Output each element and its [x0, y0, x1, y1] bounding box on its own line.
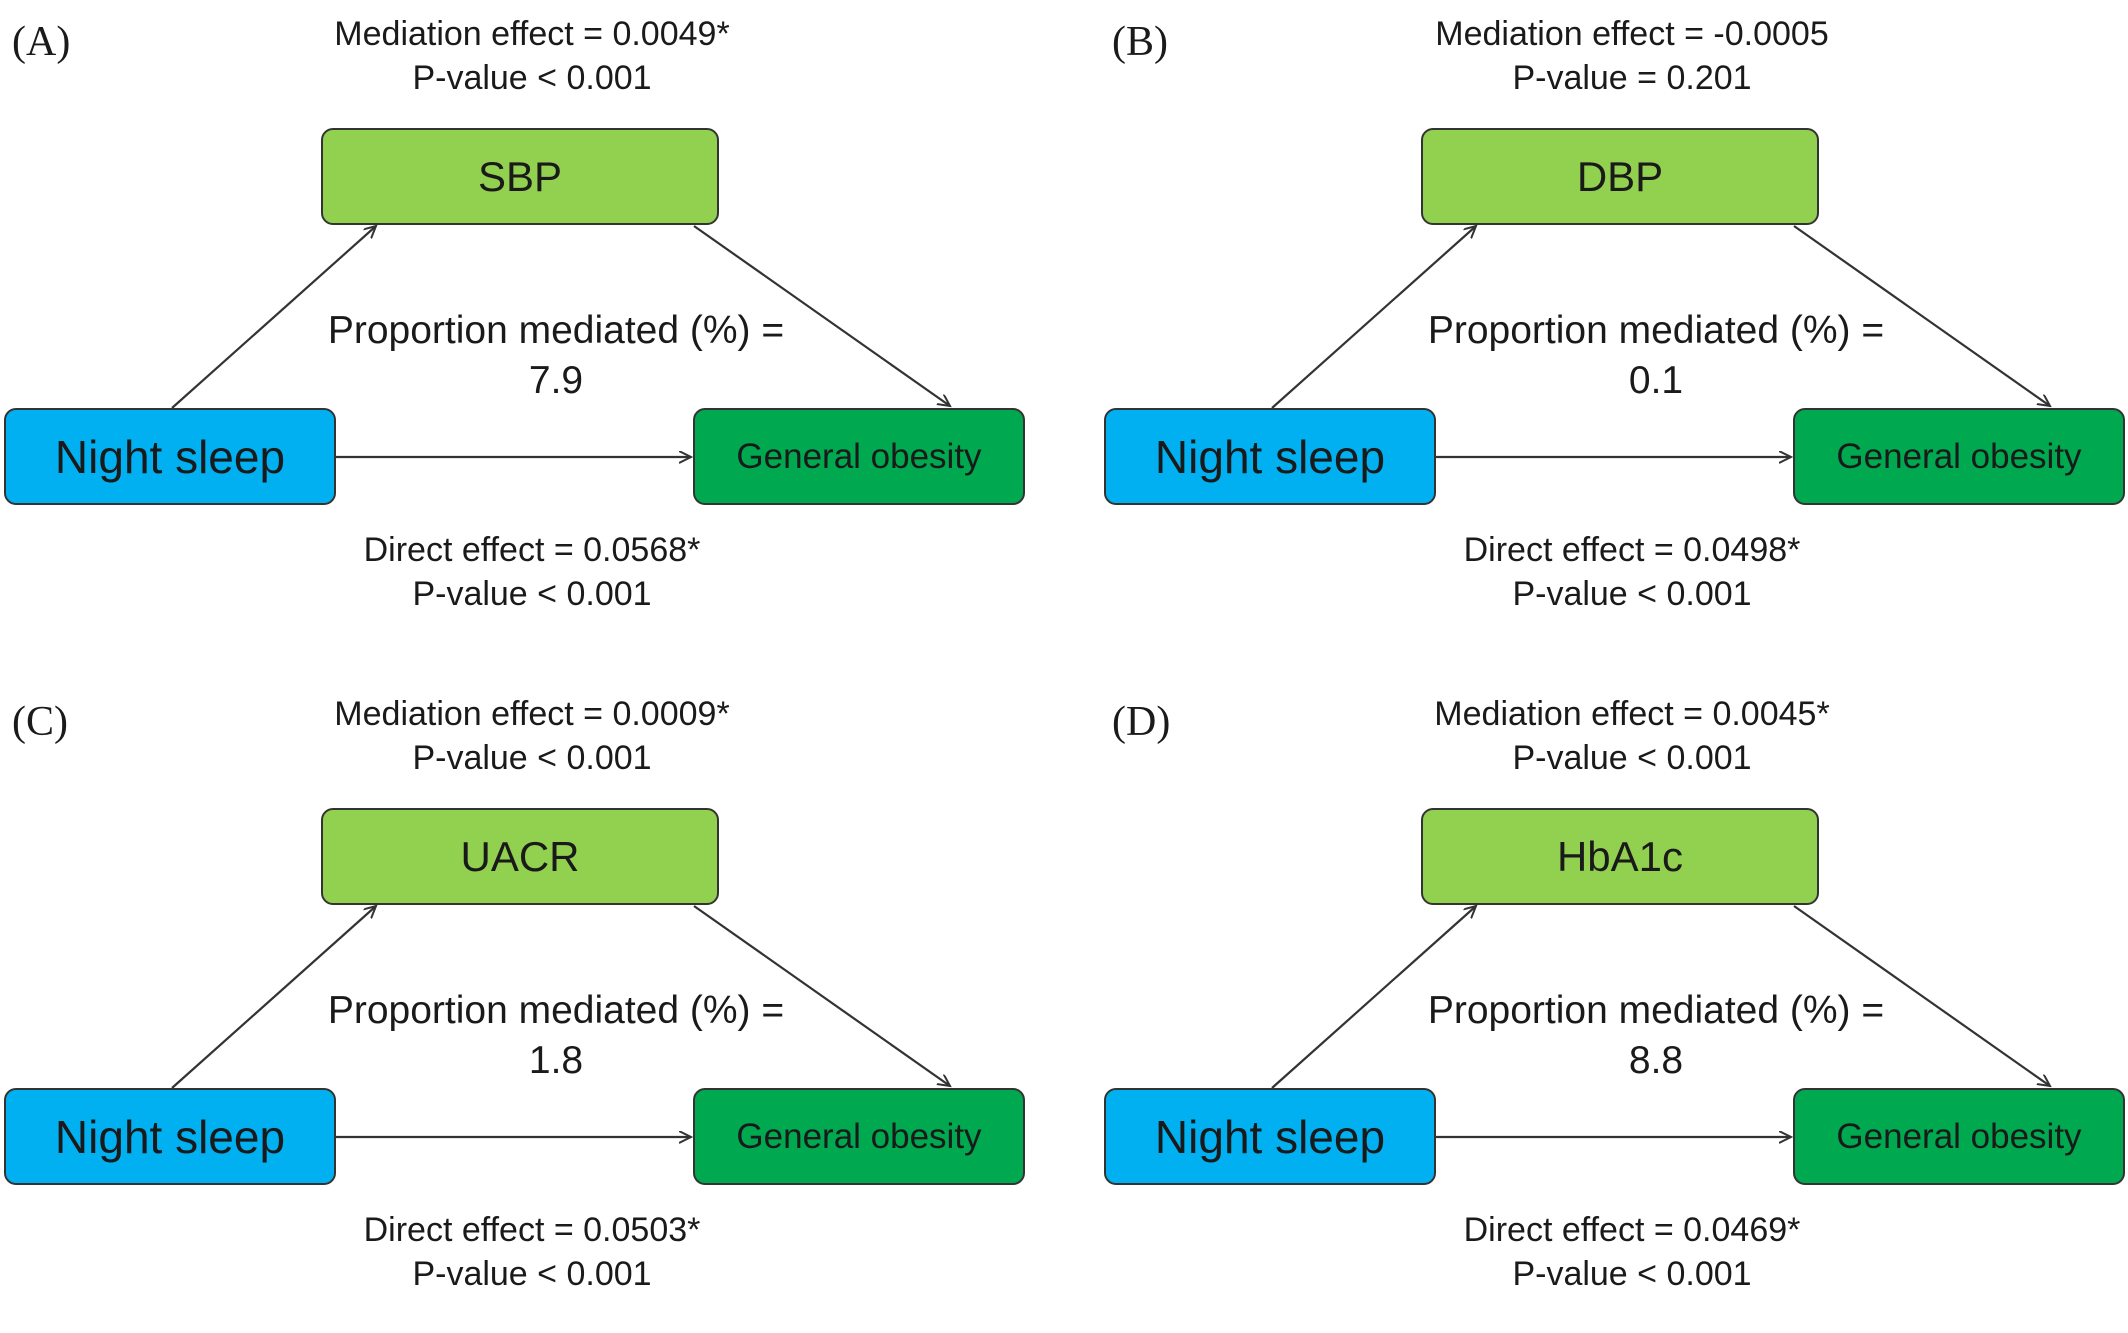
direct-effect-text: Direct effect = 0.0568* P-value < 0.001: [0, 528, 1064, 616]
mediation-effect-value: Mediation effect = 0.0009*: [334, 695, 730, 733]
proportion-mediated-text: Proportion mediated (%) = 7.9: [0, 306, 1112, 406]
panel-label: (B): [1112, 19, 1168, 65]
mediator-box: DBP: [1421, 128, 1819, 225]
proportion-mediated-value: 1.8: [528, 1039, 584, 1082]
proportion-mediated-label: Proportion mediated (%) =: [327, 309, 785, 352]
direct-p-value: P-value < 0.001: [1512, 575, 1752, 613]
panel-label: (D): [1112, 699, 1171, 745]
mediation-effect-text: Mediation effect = 0.0045* P-value < 0.0…: [1100, 692, 2128, 780]
arrow-mediator-to-outcome: [1793, 905, 2050, 1086]
mediator-box: SBP: [321, 128, 719, 225]
panel-b: (B) Mediation effect = -0.0005 P-value =…: [1100, 0, 2128, 653]
proportion-mediated-label: Proportion mediated (%) =: [1427, 309, 1885, 352]
mediator-box: HbA1c: [1421, 808, 1819, 905]
panel-c: (C) Mediation effect = 0.0009* P-value <…: [0, 680, 1064, 1333]
proportion-mediated-text: Proportion mediated (%) = 8.8: [1100, 986, 2128, 1086]
direct-effect-value: Direct effect = 0.0503*: [363, 1211, 701, 1249]
direct-p-value: P-value < 0.001: [412, 575, 652, 613]
proportion-mediated-label: Proportion mediated (%) =: [1427, 989, 1885, 1032]
proportion-mediated-value: 8.8: [1628, 1039, 1684, 1082]
path-arrows: [171, 0, 1064, 653]
mediation-effect-text: Mediation effect = 0.0049* P-value < 0.0…: [0, 12, 1064, 100]
mediation-p-value: P-value < 0.001: [412, 739, 652, 777]
arrow-mediator-to-outcome: [1793, 225, 2050, 406]
outcome-box: General obesity: [693, 408, 1025, 505]
mediation-effect-value: Mediation effect = 0.0049*: [334, 15, 730, 53]
arrow-exposure-to-mediator: [171, 226, 376, 409]
proportion-mediated-value: 7.9: [528, 359, 584, 402]
proportion-mediated-text: Proportion mediated (%) = 0.1: [1100, 306, 2128, 406]
mediation-effect-value: Mediation effect = -0.0005: [1435, 15, 1829, 53]
direct-p-value: P-value < 0.001: [1512, 1255, 1752, 1293]
mediation-p-value: P-value < 0.001: [412, 59, 652, 97]
arrow-exposure-to-mediator: [171, 906, 376, 1089]
outcome-box: General obesity: [693, 1088, 1025, 1185]
proportion-mediated-text: Proportion mediated (%) = 1.8: [0, 986, 1112, 1086]
outcome-box: General obesity: [1793, 1088, 2125, 1185]
mediation-effect-text: Mediation effect = -0.0005 P-value = 0.2…: [1100, 12, 2128, 100]
direct-p-value: P-value < 0.001: [412, 1255, 652, 1293]
panel-d: (D) Mediation effect = 0.0045* P-value <…: [1100, 680, 2128, 1333]
arrow-exposure-to-mediator: [1271, 226, 1476, 409]
direct-effect-text: Direct effect = 0.0469* P-value < 0.001: [1100, 1208, 2128, 1296]
exposure-box: Night sleep: [1104, 1088, 1436, 1185]
proportion-mediated-value: 0.1: [1628, 359, 1684, 402]
proportion-mediated-label: Proportion mediated (%) =: [327, 989, 785, 1032]
panel-label: (C): [12, 699, 68, 745]
panel-label: (A): [12, 19, 71, 65]
mediation-p-value: P-value = 0.201: [1512, 59, 1752, 97]
path-arrows: [1271, 0, 2128, 653]
mediator-box: UACR: [321, 808, 719, 905]
outcome-box: General obesity: [1793, 408, 2125, 505]
direct-effect-value: Direct effect = 0.0469*: [1463, 1211, 1801, 1249]
exposure-box: Night sleep: [4, 408, 336, 505]
exposure-box: Night sleep: [1104, 408, 1436, 505]
mediation-effect-value: Mediation effect = 0.0045*: [1434, 695, 1830, 733]
mediation-effect-text: Mediation effect = 0.0009* P-value < 0.0…: [0, 692, 1064, 780]
path-arrows: [171, 680, 1064, 1333]
path-arrows: [1271, 680, 2128, 1333]
exposure-box: Night sleep: [4, 1088, 336, 1185]
mediation-p-value: P-value < 0.001: [1512, 739, 1752, 777]
direct-effect-value: Direct effect = 0.0498*: [1463, 531, 1801, 569]
direct-effect-text: Direct effect = 0.0498* P-value < 0.001: [1100, 528, 2128, 616]
direct-effect-value: Direct effect = 0.0568*: [363, 531, 701, 569]
direct-effect-text: Direct effect = 0.0503* P-value < 0.001: [0, 1208, 1064, 1296]
arrow-mediator-to-outcome: [693, 905, 950, 1086]
arrow-mediator-to-outcome: [693, 225, 950, 406]
panel-a: (A) Mediation effect = 0.0049* P-value <…: [0, 0, 1064, 653]
arrow-exposure-to-mediator: [1271, 906, 1476, 1089]
